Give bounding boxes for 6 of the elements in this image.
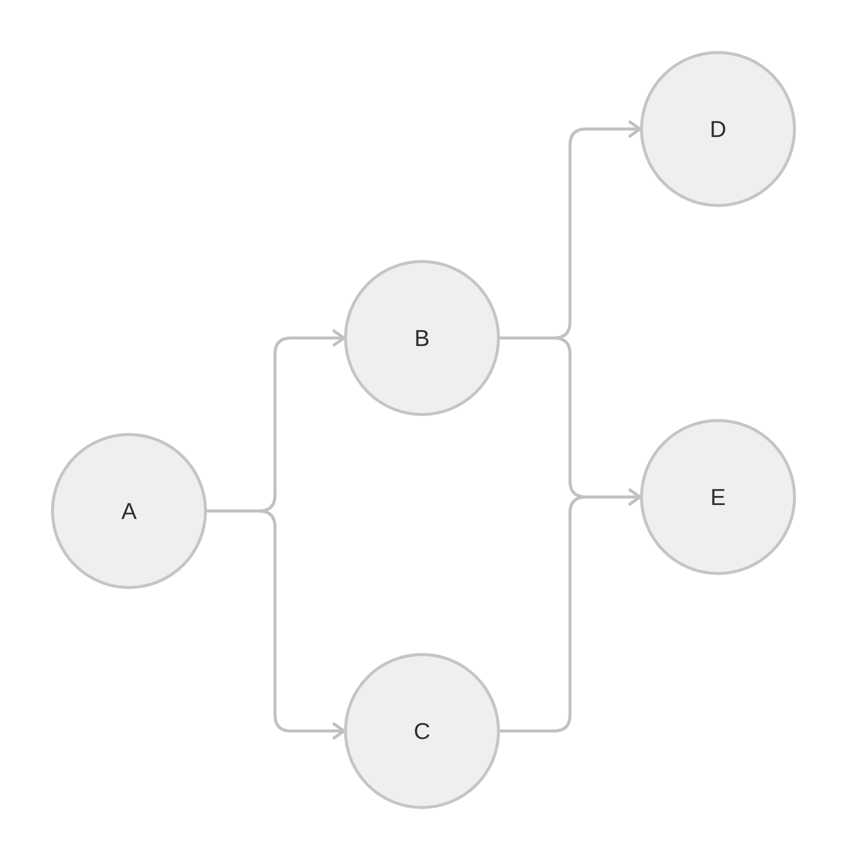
node-label: B	[414, 326, 430, 350]
node-label: E	[710, 486, 726, 508]
node-label: C	[414, 720, 430, 742]
node-label: D	[710, 118, 726, 140]
node-label: A	[121, 500, 137, 522]
arrow	[498, 488, 642, 732]
